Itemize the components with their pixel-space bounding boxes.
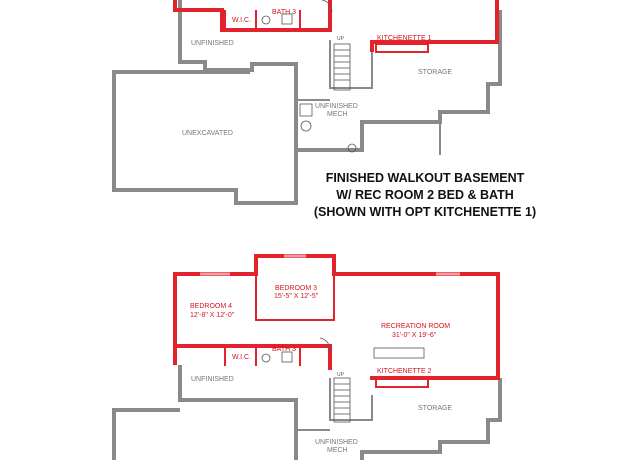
bottom-mech-label-1: UNFINISHED xyxy=(315,439,358,446)
bottom-unfinished-label: UNFINISHED xyxy=(191,376,234,383)
bottom-stairs-up-label: UP xyxy=(337,372,345,378)
bottom-right-wall xyxy=(360,378,502,460)
caption-line-1: FINISHED WALKOUT BASEMENT xyxy=(325,171,525,185)
bottom-wic-label: W.I.C. xyxy=(232,354,251,361)
top-wic-label: W.I.C. xyxy=(232,17,251,24)
top-door-swing-icon xyxy=(321,0,333,13)
plan-caption: FINISHED WALKOUT BASEMENT W/ REC ROOM 2 … xyxy=(300,170,550,221)
bottom-stairs xyxy=(333,377,351,423)
top-unfinished-label: UNFINISHED xyxy=(191,40,234,47)
bottom-rec-room-dims: 31'-0" X 19'-6" xyxy=(392,332,437,339)
top-inner-walls xyxy=(329,40,373,89)
top-unexcavated-label: UNEXCAVATED xyxy=(182,130,233,137)
bottom-floor-plan: BEDROOM 3 15'-5" X 12'-5" BEDROOM 4 12'-… xyxy=(112,254,502,460)
caption-line-2: W/ REC ROOM 2 BED & BATH xyxy=(336,188,514,202)
top-floor-plan: W.I.C. BATH 3 UNFINISHED UNEXCAVATED KIT… xyxy=(112,0,502,205)
caption-line-3: (SHOWN WITH OPT KITCHENETTE 1) xyxy=(313,205,537,219)
bottom-mech-label-2: MECH xyxy=(327,447,348,454)
bottom-rec-room-name: RECREATION ROOM xyxy=(381,323,450,330)
top-stairs xyxy=(333,43,351,91)
bottom-kitchenette-label: KITCHENETTE 2 xyxy=(377,368,432,375)
bottom-bedroom3-name: BEDROOM 3 xyxy=(275,285,317,292)
bottom-sink-icon xyxy=(281,351,293,363)
top-right-wall xyxy=(296,10,502,152)
top-kitchenette-label: KITCHENETTE 1 xyxy=(377,35,432,42)
top-toilet-icon xyxy=(261,15,271,25)
bottom-bedroom4-name: BEDROOM 4 xyxy=(190,303,232,310)
bottom-kitchen-island xyxy=(373,347,425,359)
top-mech-label-1: UNFINISHED xyxy=(315,103,358,110)
top-bath-label: BATH 3 xyxy=(272,9,296,16)
bottom-storage-label: STORAGE xyxy=(418,405,452,412)
top-unfinished-wall xyxy=(112,0,298,205)
bottom-toilet-icon xyxy=(261,353,271,363)
top-finished-wall xyxy=(173,0,332,32)
top-kitchenette-counter xyxy=(375,43,429,53)
top-sink-icon xyxy=(281,13,293,25)
top-storage-label: STORAGE xyxy=(418,69,452,76)
bottom-kitchenette-counter xyxy=(375,378,429,388)
top-stairs-up-label: UP xyxy=(337,36,345,42)
bottom-bath-label: BATH 3 xyxy=(272,346,296,353)
bottom-bedroom3-dims: 15'-5" X 12'-5" xyxy=(274,293,319,300)
bottom-door-swing-icon xyxy=(319,337,331,351)
top-sump-icon xyxy=(347,143,357,153)
top-mech-label-2: MECH xyxy=(327,111,348,118)
bottom-bedroom4-dims: 12'-8" X 12'-0" xyxy=(190,312,235,319)
top-furnace-icon xyxy=(300,120,312,132)
bottom-unfinished-wall xyxy=(178,365,298,460)
top-water-heater-icon xyxy=(299,103,313,117)
